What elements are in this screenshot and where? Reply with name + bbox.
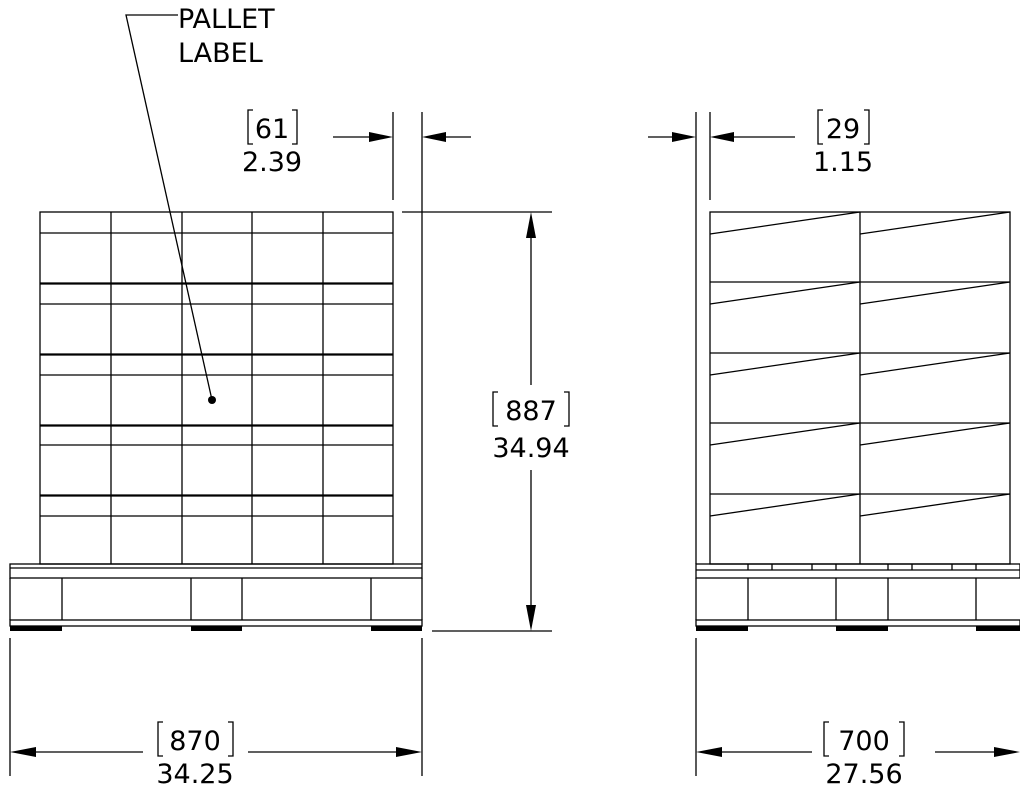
side-carton-stack	[709, 211, 1011, 565]
front-width-inch: 34.25	[156, 759, 233, 790]
side-width-inch: 27.56	[825, 759, 902, 790]
carton-edge	[859, 281, 1011, 305]
side-overhang-mm: 29	[826, 114, 860, 145]
side-overhang-inch: 1.15	[813, 147, 873, 178]
carton-edge	[709, 352, 861, 376]
label-point-marker	[208, 396, 216, 404]
carton-edge	[859, 211, 1011, 235]
front-overhang-dimension: 61 2.39	[242, 109, 471, 178]
height-dimension: 887 34.94	[492, 212, 570, 631]
carton-edge	[859, 493, 1011, 517]
front-overhang-inch: 2.39	[242, 147, 302, 178]
callout-text-line1: PALLET	[178, 4, 275, 35]
carton-edge	[709, 211, 861, 235]
front-carton-stack	[39, 211, 394, 565]
side-width-dimension: 700 27.56	[696, 721, 1020, 790]
pallet-label-callout: PALLET LABEL	[125, 4, 275, 404]
carton-edge	[709, 493, 861, 517]
front-pallet	[9, 563, 423, 631]
side-view	[695, 112, 1020, 776]
carton-edge	[859, 422, 1011, 446]
side-width-mm: 700	[838, 726, 890, 757]
side-overhang-dimension: 29 1.15	[648, 109, 873, 178]
front-view	[9, 112, 552, 776]
front-width-mm: 870	[169, 726, 221, 757]
front-overhang-mm: 61	[255, 114, 289, 145]
side-pallet	[695, 563, 1020, 631]
height-mm: 887	[505, 396, 557, 427]
callout-text-line2: LABEL	[178, 38, 263, 69]
front-width-dimension: 870 34.25	[10, 721, 422, 790]
carton-edge	[709, 422, 861, 446]
height-inch: 34.94	[492, 433, 569, 464]
carton-edge	[859, 352, 1011, 376]
carton-edge	[709, 281, 861, 305]
